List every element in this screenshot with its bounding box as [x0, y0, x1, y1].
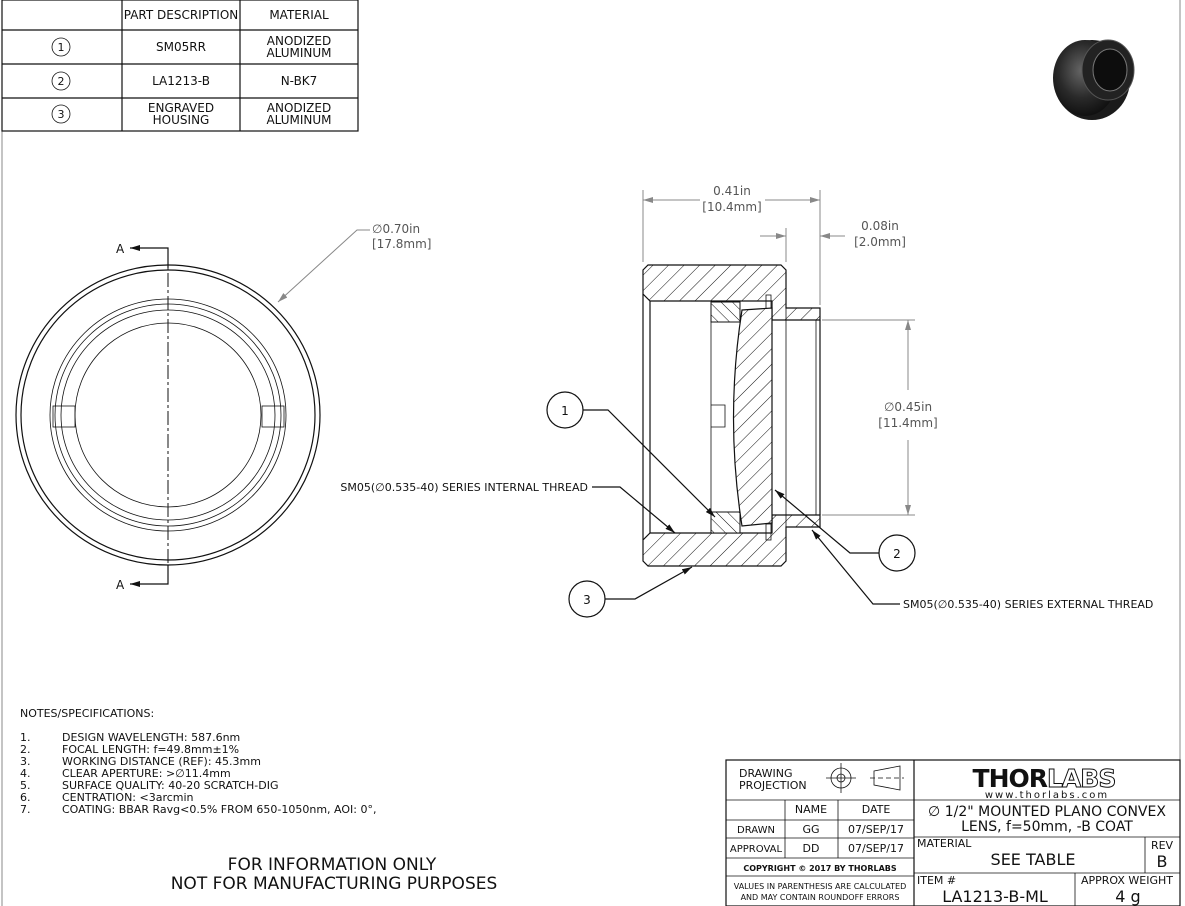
item-value: LA1213-B-ML: [942, 887, 1048, 906]
outer-diameter-inch: ∅0.70in: [372, 222, 420, 236]
length-inch: 0.41in: [713, 184, 751, 198]
note-number: 2.: [20, 743, 31, 756]
thread-length-inch: 0.08in: [861, 219, 899, 233]
approval-label: APPROVAL: [730, 844, 783, 855]
note-text: COATING: BBAR Ravg<0.5% FROM 650-1050nm,…: [62, 803, 376, 816]
note-number: 7.: [20, 803, 31, 816]
thread-diameter-inch: ∅0.45in: [884, 400, 932, 414]
name-header: NAME: [795, 803, 827, 816]
callout-number: 1: [561, 404, 569, 418]
note-number: 3.: [20, 755, 31, 768]
material-value: SEE TABLE: [991, 850, 1076, 869]
note-number: 4.: [20, 767, 31, 780]
section-label-bottom: A: [116, 578, 125, 592]
thorlabs-logo: THOR LABS: [973, 764, 1117, 794]
disclaimer-line-1: FOR INFORMATION ONLY: [228, 855, 437, 875]
note-number: 1.: [20, 731, 31, 744]
length-mm: [10.4mm]: [702, 200, 761, 214]
website: www.thorlabs.com: [985, 790, 1109, 801]
balloon-1: [51, 37, 71, 57]
housing-top: [642, 264, 821, 321]
diameter-leader: [277, 229, 370, 303]
date-header: DATE: [862, 803, 891, 816]
svg-text:THOR: THOR: [973, 764, 1048, 793]
thread-length-mm: [2.0mm]: [854, 235, 906, 249]
drawn-date: 07/SEP/17: [848, 823, 904, 836]
drawing-title-line-2: LENS, f=50mm, -B COAT: [961, 819, 1133, 835]
notes-title: NOTES/SPECIFICATIONS:: [20, 707, 154, 720]
rev-label: REV: [1151, 839, 1174, 852]
note-text: DESIGN WAVELENGTH: 587.6nm: [62, 731, 240, 744]
balloon-2: [51, 71, 71, 91]
callout-number: 2: [893, 547, 901, 561]
drawing-projection-label: DRAWING: [739, 767, 792, 780]
header-part-description: PART DESCRIPTION: [124, 8, 239, 22]
item-label: ITEM #: [917, 874, 956, 887]
front-view: A A ∅0.70in [17.8mm]: [15, 222, 431, 592]
header-material: MATERIAL: [269, 8, 329, 22]
note-number: 6.: [20, 791, 31, 804]
part-description: LA1213-B: [152, 74, 210, 88]
lens: [732, 307, 773, 527]
drawing-projection-label: PROJECTION: [739, 779, 807, 792]
drawn-name: GG: [802, 823, 819, 836]
balloon-3: [51, 104, 71, 124]
part-material: N-BK7: [281, 74, 318, 88]
part-description: ENGRAVED: [148, 101, 214, 115]
approval-date: 07/SEP/17: [848, 842, 904, 855]
notes: NOTES/SPECIFICATIONS: 1. DESIGN WAVELENGT…: [20, 707, 376, 816]
part-material: ANODIZED: [267, 34, 331, 48]
roundoff-note: AND MAY CONTAIN ROUNDOFF ERRORS: [741, 893, 900, 902]
disclaimer-line-2: NOT FOR MANUFACTURING PURPOSES: [171, 874, 498, 894]
note-text: FOCAL LENGTH: f=49.8mm±1%: [62, 743, 239, 756]
title-block: DRAWING PROJECTION NAME DATE DRAWN GG 07…: [725, 759, 1181, 906]
note-text: CLEAR APERTURE: >∅11.4mm: [62, 767, 231, 780]
parts-table: PART DESCRIPTION MATERIAL 1 SM05RR ANODI…: [1, 0, 359, 132]
drawn-label: DRAWN: [737, 825, 775, 836]
product-photo: [1053, 39, 1135, 120]
note-number: 5.: [20, 779, 31, 792]
rev-value: B: [1157, 852, 1168, 871]
part-description: SM05RR: [156, 40, 206, 54]
note-text: SURFACE QUALITY: 40-20 SCRATCH-DIG: [62, 779, 278, 792]
copyright: COPYRIGHT © 2017 BY THORLABS: [743, 864, 897, 873]
outer-diameter-mm: [17.8mm]: [372, 237, 431, 251]
third-angle-projection-icon: [826, 763, 904, 793]
svg-text:LABS: LABS: [1047, 764, 1115, 793]
slot-left: [52, 405, 76, 428]
weight-label: APPROX WEIGHT: [1081, 874, 1173, 887]
balloon-number: 2: [58, 75, 65, 88]
note-text: WORKING DISTANCE (REF): 45.3mm: [62, 755, 261, 768]
section-view: 0.41in [10.4mm] 0.08in [2.0mm] ∅0.45in […: [340, 184, 1153, 618]
approval-name: DD: [803, 842, 820, 855]
roundoff-note: VALUES IN PARENTHESIS ARE CALCULATED: [734, 882, 907, 891]
note-text: CENTRATION: <3arcmin: [62, 791, 194, 804]
internal-thread-label: SM05(∅0.535-40) SERIES INTERNAL THREAD: [340, 481, 588, 494]
balloon-number: 1: [58, 41, 65, 54]
callout-number: 3: [583, 593, 591, 607]
part-material: ALUMINUM: [266, 46, 331, 60]
drawing-title-line-1: ∅ 1/2" MOUNTED PLANO CONVEX: [928, 804, 1166, 820]
balloon-number: 3: [58, 108, 65, 121]
thread-diameter-mm: [11.4mm]: [878, 416, 937, 430]
part-material: ANODIZED: [267, 101, 331, 115]
part-description: HOUSING: [153, 113, 210, 127]
slot-right: [261, 405, 285, 428]
weight-value: 4 g: [1115, 887, 1140, 906]
material-label: MATERIAL: [917, 837, 972, 850]
external-thread-label: SM05(∅0.535-40) SERIES EXTERNAL THREAD: [903, 598, 1153, 611]
section-label-top: A: [116, 242, 125, 256]
part-material: ALUMINUM: [266, 113, 331, 127]
